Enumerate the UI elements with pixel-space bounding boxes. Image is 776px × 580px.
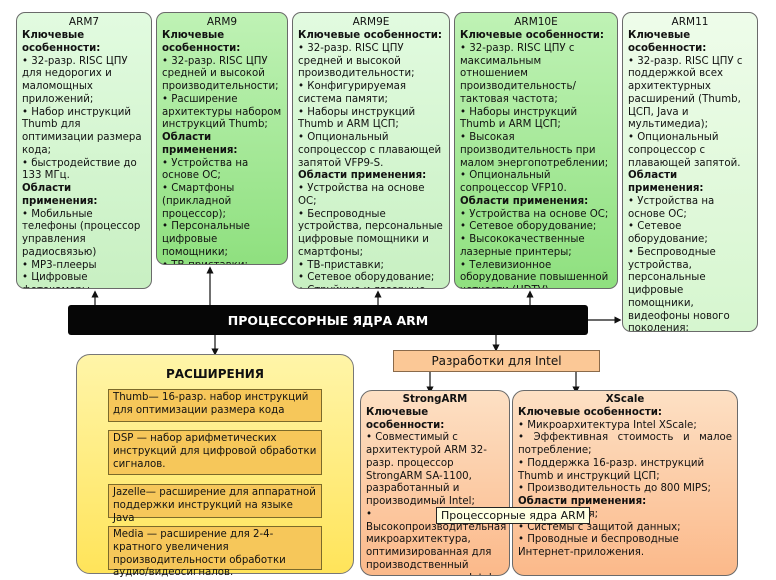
list-item: MP3-плееры bbox=[22, 260, 146, 273]
list-item: Сетевое оборудование; bbox=[298, 272, 444, 285]
list-item: ТВ-приставки; bbox=[298, 260, 444, 273]
list-item: Опциональный сопроцессор с плавающей зап… bbox=[628, 132, 752, 170]
xscale-box: XScale Ключевые особенности: Микроархите… bbox=[512, 390, 738, 576]
list-item: 32-разр. RISC ЦПУ для недорогих и маломо… bbox=[22, 56, 146, 107]
strongarm-title: StrongARM bbox=[402, 394, 468, 405]
apps-heading: Области применения: bbox=[298, 170, 427, 182]
extensions-title: РАСШИРЕНИЯ bbox=[165, 367, 265, 381]
list-item: Устройства на основе ОС; bbox=[298, 183, 444, 209]
core-arm10e: ARM10E Ключевые особенности:32-разр. RISC… bbox=[454, 12, 618, 289]
core-title: ARM11 bbox=[671, 16, 709, 28]
list-item: Производительность до 800 MIPS; bbox=[518, 483, 732, 496]
list-item: Опциональный сопроцессор VFP10. bbox=[460, 170, 612, 196]
core-title: ARM7 bbox=[68, 16, 100, 28]
xscale-features-heading: Ключевые особенности: bbox=[518, 406, 663, 418]
list-item: Сетевое оборудование; bbox=[460, 221, 612, 234]
list-item: ТВ-приставки; bbox=[162, 260, 282, 264]
apps-heading: Области применения: bbox=[460, 195, 589, 207]
apps-heading: Области применения: bbox=[162, 132, 238, 156]
extension-item: Thumb— 16-разр. набор инструкций для опт… bbox=[108, 389, 322, 422]
list-item: Беспроводные устройства, персональные ци… bbox=[298, 209, 444, 260]
core-title: ARM10E bbox=[514, 16, 558, 28]
list-item: Струйные и лазерные принтеры; bbox=[298, 285, 444, 288]
list-item: Беспроводные устройства, персональные ци… bbox=[628, 247, 752, 331]
list-item: 32-разр. RISC ЦПУ средней и высокой прои… bbox=[162, 56, 282, 94]
list-item: Смартфоны (прикладной процессор); bbox=[162, 183, 282, 221]
core-title: ARM9E bbox=[352, 16, 390, 28]
list-item: Цифровые фотокамеры bbox=[22, 272, 146, 288]
list-item: быстродействие до 133 МГц. bbox=[22, 158, 146, 184]
list-item: Устройства на основе ОС; bbox=[162, 158, 282, 184]
strongarm-box: StrongARM Ключевые особенности: Совмести… bbox=[360, 390, 510, 576]
list-item: Устройства на основе ОС; bbox=[628, 196, 752, 222]
apps-heading: Области применения: bbox=[22, 183, 98, 207]
core-arm9e: ARM9E Ключевые особенности:32-разр. RISC … bbox=[292, 12, 450, 289]
apps-heading: Области применения: bbox=[628, 170, 704, 195]
main-title: ПРОЦЕССОРНЫЕ ЯДРА ARM bbox=[68, 305, 588, 335]
features-heading: Ключевые особенности: bbox=[162, 30, 241, 54]
list-item: Мобильные телефоны (процессор управления… bbox=[22, 209, 146, 260]
list-item: Устройства на основе ОС; bbox=[460, 209, 612, 222]
core-title: ARM9 bbox=[206, 16, 238, 28]
extension-item: Jazelle— расширение для аппаратной подде… bbox=[108, 484, 322, 524]
extension-item: Media — расширение для 2-4-кратного увел… bbox=[108, 526, 322, 578]
features-heading: Ключевые особенности: bbox=[460, 30, 605, 42]
list-item: Конфигурируемая система памяти; bbox=[298, 81, 444, 107]
list-item: Поддержка 16-разр. инструкций Thumb и ин… bbox=[518, 458, 732, 484]
list-item: Высокая производительность при малом эне… bbox=[460, 132, 612, 170]
list-item: Опциональный сопроцессор с плавающей зап… bbox=[298, 132, 444, 170]
list-item: Расширение архитектуры набором инструкци… bbox=[162, 94, 282, 132]
extension-item: DSP — набор арифметических инструкций дл… bbox=[108, 430, 322, 475]
list-item: 32-разр. RISC ЦПУ средней и высокой прои… bbox=[298, 43, 444, 81]
list-item: Наборы инструкций Thumb и ARM ЦСП; bbox=[460, 107, 612, 133]
list-item: Высококачественные лазерные принтеры; bbox=[460, 234, 612, 260]
list-item: Персональные цифровые помощники; bbox=[162, 221, 282, 259]
list-item: Высокопроизводительная микроархитектура,… bbox=[366, 509, 506, 576]
features-heading: Ключевые особенности: bbox=[298, 30, 443, 42]
tooltip: Процессорные ядра ARM bbox=[436, 507, 591, 524]
list-item: Сетевое оборудование; bbox=[628, 221, 752, 247]
list-item: Наборы инструкций Thumb и ARM ЦСП; bbox=[298, 107, 444, 133]
xscale-title: XScale bbox=[605, 394, 645, 405]
list-item: Системы с защитой данных; bbox=[518, 522, 732, 535]
list-item: Проводные и беспроводные Интернет-прилож… bbox=[518, 534, 732, 560]
list-item: Телевизионное оборудование повышенной че… bbox=[460, 260, 612, 288]
list-item: Микроархитектура Intel XScale; bbox=[518, 420, 732, 433]
xscale-apps-heading: Области применения: bbox=[518, 496, 647, 507]
features-heading: Ключевые особенности: bbox=[628, 30, 707, 54]
list-item: 32-разр. RISC ЦПУ с поддержкой всех архи… bbox=[628, 56, 752, 133]
list-item: Совместимый с архитектурой ARM 32-разр. … bbox=[366, 432, 504, 509]
list-item: 32-разр. RISC ЦПУ с максимальным отношен… bbox=[460, 43, 612, 107]
list-item: Эффективная стоимость и малое потреблени… bbox=[518, 432, 732, 458]
list-item: Набор инструкций Thumb для оптимизации р… bbox=[22, 107, 146, 158]
intel-developments-label: Разработки для Intel bbox=[393, 350, 600, 372]
strongarm-features-heading: Ключевые особенности: bbox=[366, 406, 445, 431]
features-heading: Ключевые особенности: bbox=[22, 30, 101, 54]
